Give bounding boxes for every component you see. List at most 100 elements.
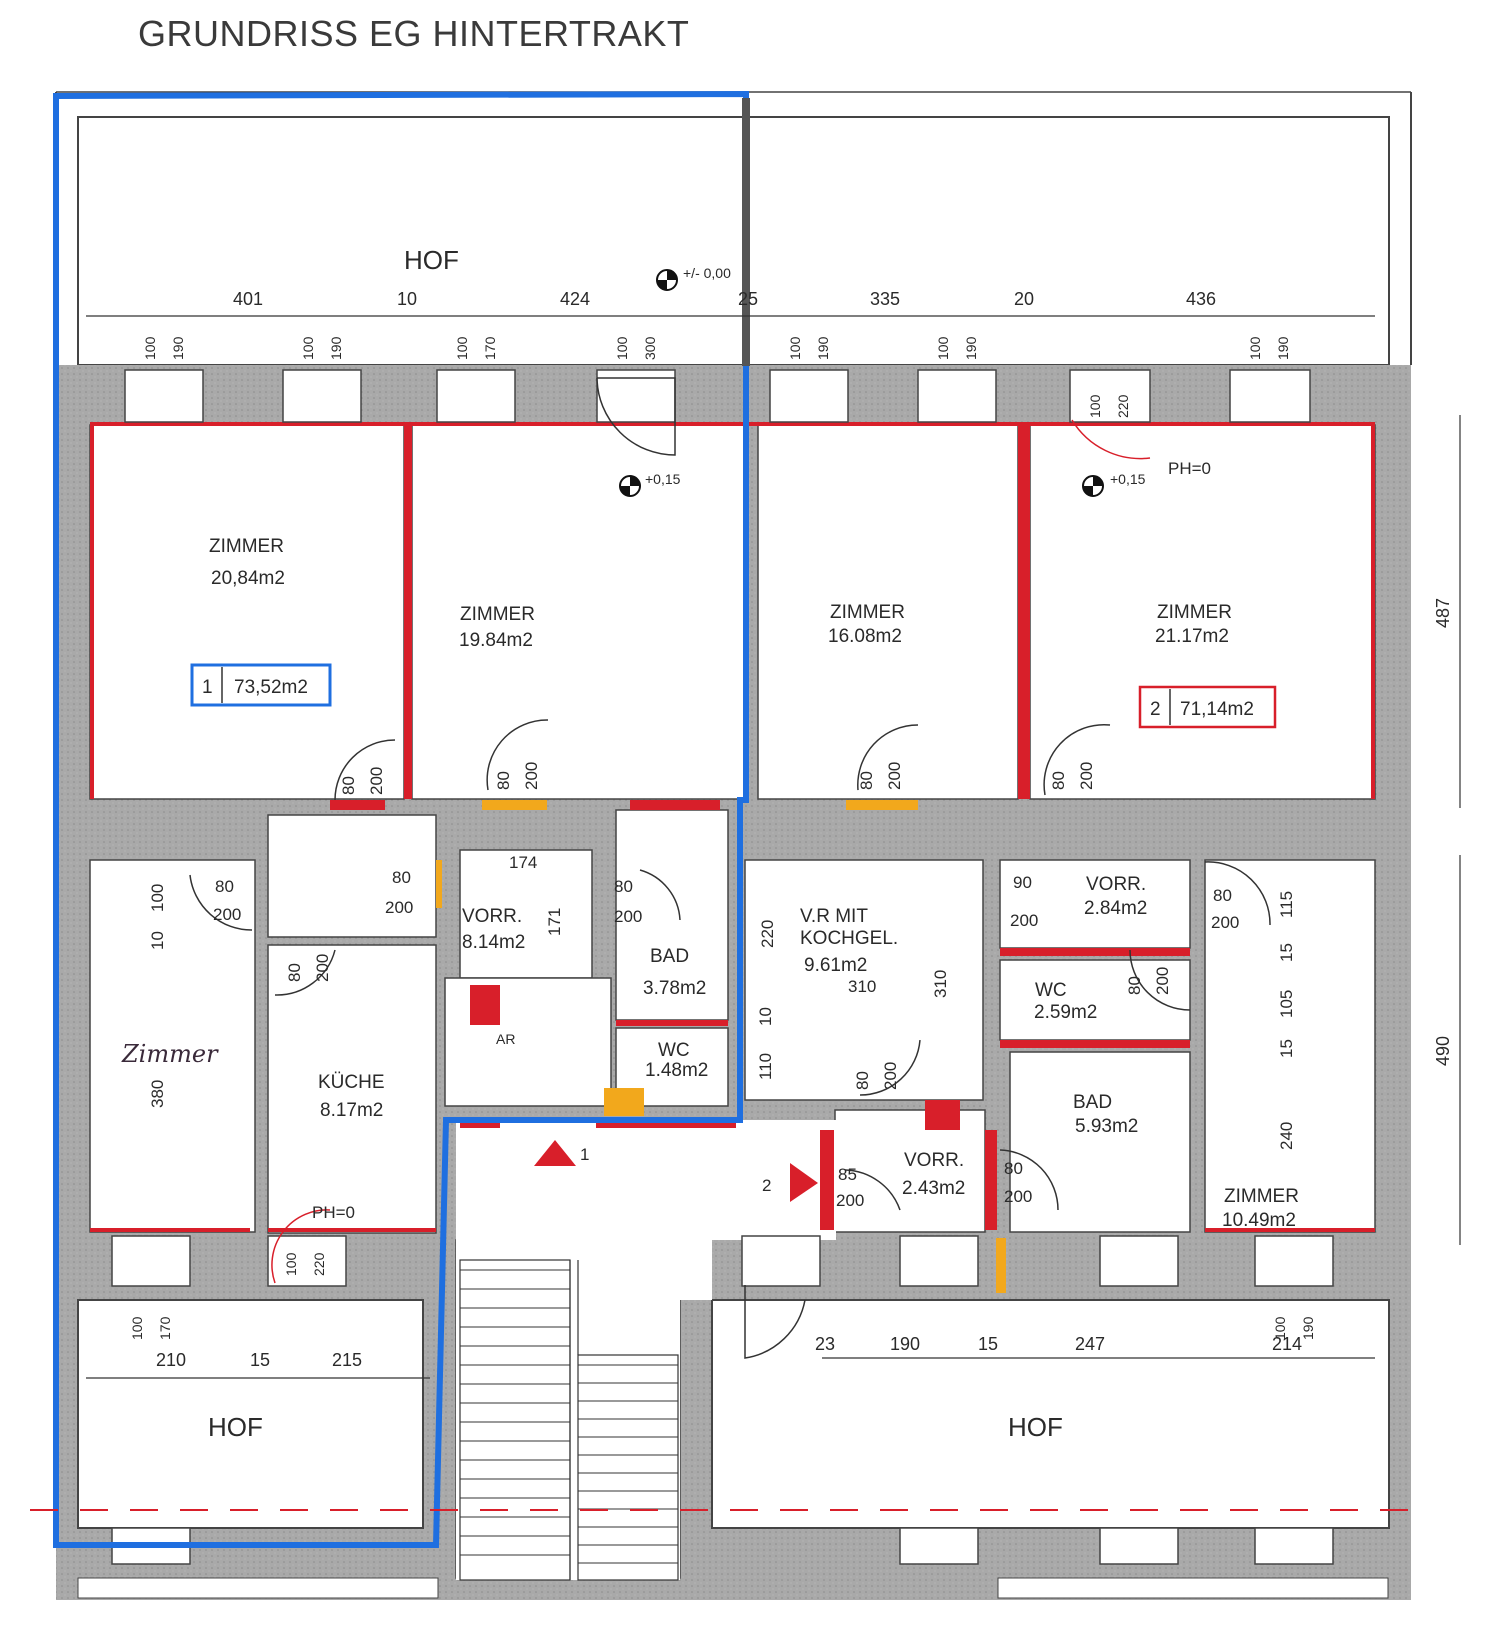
- door-zl-b: 200: [213, 905, 241, 924]
- dim-174: 174: [509, 853, 537, 872]
- door-z2-a: 80: [494, 771, 513, 790]
- new-walls: [90, 422, 1375, 1232]
- room-zimmer-4-name: ZIMMER: [1157, 602, 1232, 623]
- room-ar-name: AR: [496, 1031, 515, 1047]
- window-w7-b: 220: [1115, 394, 1131, 418]
- door-vr-a: 80: [853, 1071, 872, 1090]
- room-vorr-3-name: VORR.: [904, 1150, 964, 1171]
- window-wb1-b: 170: [157, 1316, 173, 1340]
- door-frames: [436, 800, 1006, 1293]
- room-zimmer-3-name: ZIMMER: [830, 602, 905, 623]
- room-zimmer-5-name: ZIMMER: [1224, 1186, 1299, 1207]
- door-hall-l-a: 80: [392, 868, 411, 887]
- door-bad1-a: 80: [614, 877, 633, 896]
- room-vorr-3-area: 2.43m2: [902, 1178, 965, 1199]
- room-bad-1-area: 3.78m2: [643, 978, 706, 999]
- dim-200: 200: [1010, 911, 1038, 930]
- dimension-lines: [86, 315, 1461, 1379]
- room-zimmer-3-area: 16.08m2: [828, 626, 902, 647]
- door-z2-b: 200: [522, 762, 541, 790]
- door-bad1-b: 200: [614, 907, 642, 926]
- dim-10-a: 10: [756, 1007, 775, 1026]
- room-wc-1-name: WC: [658, 1040, 690, 1061]
- door-z4-a: 80: [1049, 771, 1068, 790]
- window-wb1-a: 100: [129, 1316, 145, 1340]
- room-vorr-1-name: VORR.: [462, 906, 522, 927]
- unit2-box: 2 71,14m2: [1138, 685, 1277, 729]
- window-size-labels: 100 190 100 190 100 170 100 300 100 190 …: [129, 336, 1316, 1340]
- dim-240: 240: [1277, 1122, 1296, 1150]
- dim-bl-3: 215: [332, 1350, 362, 1370]
- window-wk-b: 220: [311, 1252, 327, 1276]
- dim-15-b: 15: [1277, 1039, 1296, 1058]
- labels: HOF HOF HOF +/- 0,00 +0,15 +0,15 PH=0 PH…: [121, 245, 1453, 1442]
- window-w6-b: 190: [963, 336, 979, 360]
- room-vorr-2-name: VORR.: [1086, 874, 1146, 895]
- entrance-1-marker: [534, 1140, 576, 1166]
- dim-171: 171: [545, 908, 564, 936]
- window-w1-b: 190: [170, 336, 186, 360]
- plan-title: GRUNDRISS EG HINTERTRAKT: [138, 13, 689, 54]
- room-zimmer-2-area: 19.84m2: [459, 630, 533, 651]
- window-w1-a: 100: [142, 336, 158, 360]
- dim-br-4: 247: [1075, 1334, 1105, 1354]
- entrance-1-label: 1: [580, 1145, 589, 1164]
- window-w5-a: 100: [787, 336, 803, 360]
- room-bad-1-name: BAD: [650, 946, 689, 967]
- dim-15-a: 15: [1277, 943, 1296, 962]
- window-w3-a: 100: [454, 336, 470, 360]
- room-zimmer-4-area: 21.17m2: [1155, 626, 1229, 647]
- room-wc-2-name: WC: [1035, 980, 1067, 1001]
- dim-90: 90: [1013, 873, 1032, 892]
- room-kueche-area: 8.17m2: [320, 1100, 383, 1121]
- dim-100: 100: [148, 884, 167, 912]
- dim-10-b: 10: [148, 931, 167, 950]
- window-w8-a: 100: [1247, 336, 1263, 360]
- windows: [111, 369, 1334, 1565]
- hof-bottom-right-label: HOF: [1008, 1412, 1063, 1442]
- dim-bl-2: 15: [250, 1350, 270, 1370]
- dim-top-5: 335: [870, 289, 900, 309]
- door-hall-l-b: 200: [385, 898, 413, 917]
- door-z4-b: 200: [1077, 762, 1096, 790]
- unit1-box: 1 73,52m2: [190, 663, 332, 707]
- room-zimmer-1-name: ZIMMER: [209, 536, 284, 557]
- room-zimmer-2-name: ZIMMER: [460, 604, 535, 625]
- door-vorr2-a: 80: [1125, 976, 1144, 995]
- room-vr-kochgel-area: 9.61m2: [804, 955, 867, 976]
- door-ent2-a: 85: [838, 1165, 857, 1184]
- dim-220: 220: [758, 920, 777, 948]
- window-w4-b: 300: [642, 336, 658, 360]
- room-wc-2-area: 2.59m2: [1034, 1002, 1097, 1023]
- room-vr-kochgel-name-1: V.R MIT: [800, 906, 868, 927]
- room-kueche-name: KÜCHE: [318, 1072, 385, 1093]
- level-marker-top-icon: [656, 269, 678, 291]
- door-ent2-b: 200: [836, 1191, 864, 1210]
- entrance-2-label: 2: [762, 1176, 771, 1195]
- room-zimmer-5-area: 10.49m2: [1222, 1210, 1296, 1231]
- door-z5-b: 200: [1211, 913, 1239, 932]
- window-wb2-b: 190: [1300, 1316, 1316, 1340]
- dim-bl-1: 210: [156, 1350, 186, 1370]
- dim-top-4: 25: [738, 289, 758, 309]
- ph-kitchen: PH=0: [312, 1203, 355, 1222]
- top-courtyard: [55, 91, 1412, 366]
- staircase: [459, 1259, 679, 1581]
- door-bad2-a: 80: [1004, 1159, 1023, 1178]
- level-room-left: +0,15: [645, 471, 681, 487]
- door-bad2-b: 200: [1004, 1187, 1032, 1206]
- window-w5-b: 190: [815, 336, 831, 360]
- window-w3-b: 170: [482, 336, 498, 360]
- level-marker-room-left-icon: [619, 475, 641, 497]
- dim-310-b: 310: [931, 970, 950, 998]
- level-marker-room-right-icon: [1082, 475, 1104, 497]
- hof-bottom-left-label: HOF: [208, 1412, 263, 1442]
- room-zimmer-1-area: 20,84m2: [211, 568, 285, 589]
- window-w2-a: 100: [300, 336, 316, 360]
- dim-top-1: 401: [233, 289, 263, 309]
- door-z3-a: 80: [857, 771, 876, 790]
- window-w8-b: 190: [1275, 336, 1291, 360]
- entrance-2-marker: [790, 1163, 818, 1202]
- room-vr-kochgel-name-2: KOCHGEL.: [800, 928, 898, 949]
- door-vr-b: 200: [881, 1062, 900, 1090]
